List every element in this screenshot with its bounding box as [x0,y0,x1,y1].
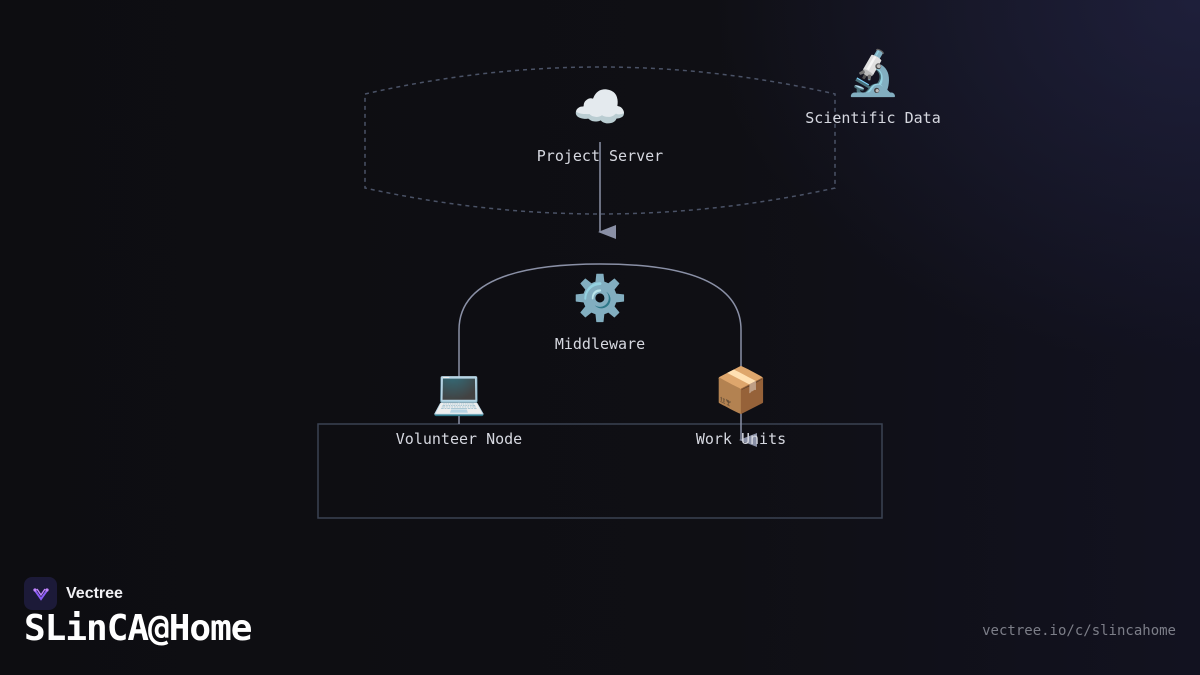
package-icon: 📦 [714,365,769,416]
source-url[interactable]: vectree.io/c/slincahome [982,623,1176,639]
brand-name: Vectree [66,584,123,602]
node-label: Volunteer Node [396,430,522,448]
vectree-logo-icon [24,577,57,610]
edge-volunteer-to-work-units [458,263,757,447]
node-scientific-data[interactable]: 🔬 Scientific Data [805,46,940,127]
client-group-box [317,423,883,519]
server-group-outline [364,66,836,215]
node-label: Project Server [537,147,663,165]
node-label: Scientific Data [805,109,940,127]
node-label: Middleware [555,335,645,353]
node-middleware[interactable]: ⚙️ Middleware [555,273,645,353]
node-work-units[interactable]: 📦 Work Units [696,365,786,448]
brand[interactable]: Vectree [24,577,123,610]
node-volunteer[interactable]: 💻 Volunteer Node [396,367,522,448]
page-title: SLinCA@Home [24,608,252,649]
gear-icon: ⚙️ [573,273,628,324]
node-project-server[interactable]: ☁️ Project Server [537,82,663,165]
laptop-icon: 💻 [432,367,487,418]
microscope-icon: 🔬 [846,46,901,99]
cloud-icon: ☁️ [573,82,628,133]
node-label: Work Units [696,430,786,448]
